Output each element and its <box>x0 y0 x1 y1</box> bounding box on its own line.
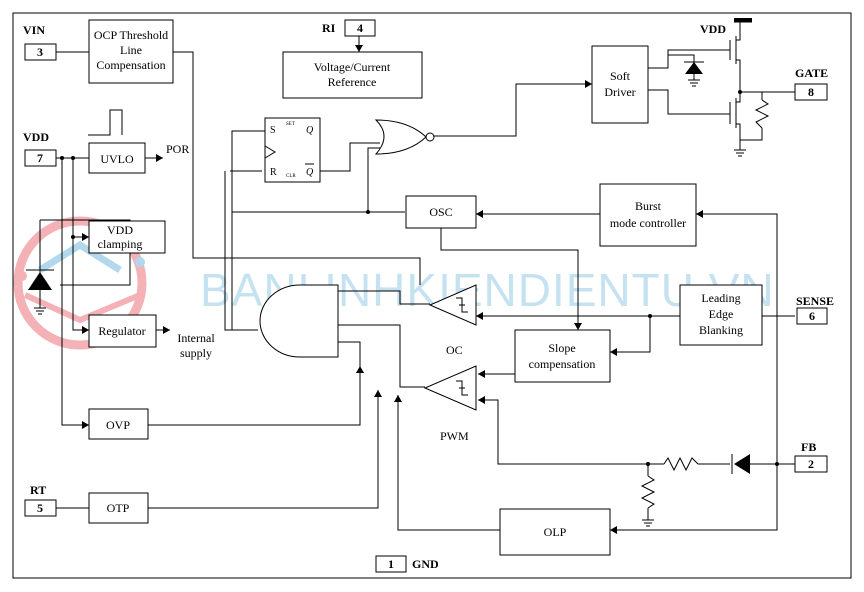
pin-ri: RI 4 <box>322 19 376 37</box>
slope-comp-block: Slope compensation <box>514 329 611 383</box>
pwm-label: PWM <box>440 429 469 443</box>
olp-block: OLP <box>499 508 611 556</box>
slope-line2: compensation <box>529 357 596 371</box>
ovp-label: OVP <box>106 418 130 432</box>
pin-vdd: VDD 7 <box>23 130 57 167</box>
vdd-top-label: VDD <box>700 22 726 36</box>
leb-block: Leading Edge Blanking <box>679 284 763 346</box>
soft-driver-line2: Driver <box>604 85 635 99</box>
pin-gate-num: 8 <box>808 85 814 99</box>
soft-driver-block: Soft Driver <box>591 45 649 124</box>
pin-fb: FB 2 <box>794 440 828 473</box>
otp-label: OTP <box>107 501 130 515</box>
ff-clr-label: CLR <box>286 174 296 179</box>
pin-vin: VIN 3 <box>23 23 57 61</box>
burst-line2: mode controller <box>610 216 686 230</box>
fb-shunt-resistor <box>640 475 656 527</box>
fb-diode <box>731 454 750 474</box>
burst-line1: Burst <box>635 199 662 213</box>
pin-rt-num: 5 <box>37 501 43 515</box>
pin-gnd-num: 1 <box>388 557 394 571</box>
ocp-block: OCP Threshold Line Compensation <box>88 19 174 84</box>
ff-q-label: Q <box>306 125 314 136</box>
oc-label: OC <box>446 343 463 357</box>
arrowheads <box>82 45 703 534</box>
pwm-comparator <box>423 365 477 411</box>
lower-mosfet <box>729 92 746 157</box>
pin-sense-num: 6 <box>809 309 815 323</box>
osc-block: OSC <box>405 195 477 229</box>
nor-gate <box>374 119 435 155</box>
pin-gate-name: GATE <box>795 66 828 80</box>
oc-comparator <box>428 284 477 326</box>
uvlo-label: UVLO <box>100 152 134 166</box>
pin-fb-num: 2 <box>808 457 814 471</box>
ocp-line3: Compensation <box>96 58 165 72</box>
olp-label: OLP <box>544 525 567 539</box>
por-label: POR <box>166 142 189 156</box>
pin-vdd-num: 7 <box>37 151 43 165</box>
pin-gnd-name: GND <box>412 557 439 571</box>
vref-block: Voltage/Current Reference <box>282 51 423 99</box>
leb-line1: Leading <box>701 291 740 305</box>
ff-s-label: S <box>270 125 276 136</box>
pin-gnd: 1 GND <box>375 555 439 573</box>
osc-label: OSC <box>429 205 452 219</box>
otp-block: OTP <box>88 492 149 524</box>
ff-qbar-label: Q <box>306 167 314 178</box>
pin-vin-num: 3 <box>37 45 43 59</box>
vdd-clamping-block: VDD clamping <box>88 220 166 254</box>
pin-rt: RT 5 <box>24 483 57 517</box>
driver-zener <box>668 54 704 87</box>
ocp-line2: Line <box>120 43 142 57</box>
burst-block: Burst mode controller <box>599 183 697 247</box>
gate-resistor <box>754 99 770 129</box>
pin-rt-name: RT <box>30 483 46 497</box>
regulator-block: Regulator <box>88 314 157 348</box>
vref-line2: Reference <box>328 75 377 89</box>
internal-supply-line1: Internal <box>177 331 215 345</box>
and-gate <box>259 284 339 358</box>
pin-vin-name: VIN <box>23 23 45 37</box>
vdd-clamp-line2: clamping <box>98 237 143 251</box>
upper-mosfet <box>729 18 752 70</box>
ocp-line1: OCP Threshold <box>94 28 168 42</box>
vdd-clamp-zener <box>26 269 54 315</box>
pin-ri-name: RI <box>322 21 336 35</box>
pin-sense-name: SENSE <box>796 294 834 308</box>
leb-line3: Blanking <box>699 323 743 337</box>
soft-driver-line1: Soft <box>610 69 631 83</box>
ff-set-label: SET <box>286 122 295 127</box>
leb-line2: Edge <box>709 307 734 321</box>
pin-ri-num: 4 <box>357 21 363 35</box>
uvlo-block: UVLO <box>88 142 146 174</box>
slope-line1: Slope <box>548 341 575 355</box>
fb-resistor <box>663 456 699 472</box>
vdd-clamp-line1: VDD <box>107 223 133 237</box>
ff-r-label: R <box>270 167 277 178</box>
pin-vdd-name: VDD <box>23 130 49 144</box>
pin-sense: SENSE 6 <box>796 294 834 325</box>
regulator-label: Regulator <box>98 324 145 338</box>
sr-flipflop: S SET Q R CLR Q <box>264 117 321 183</box>
junction-dots <box>60 90 779 466</box>
ovp-block: OVP <box>88 408 149 440</box>
internal-supply-line2: supply <box>180 346 212 360</box>
pin-fb-name: FB <box>801 440 816 454</box>
vref-line1: Voltage/Current <box>314 60 391 74</box>
pin-gate: GATE 8 <box>794 66 828 101</box>
